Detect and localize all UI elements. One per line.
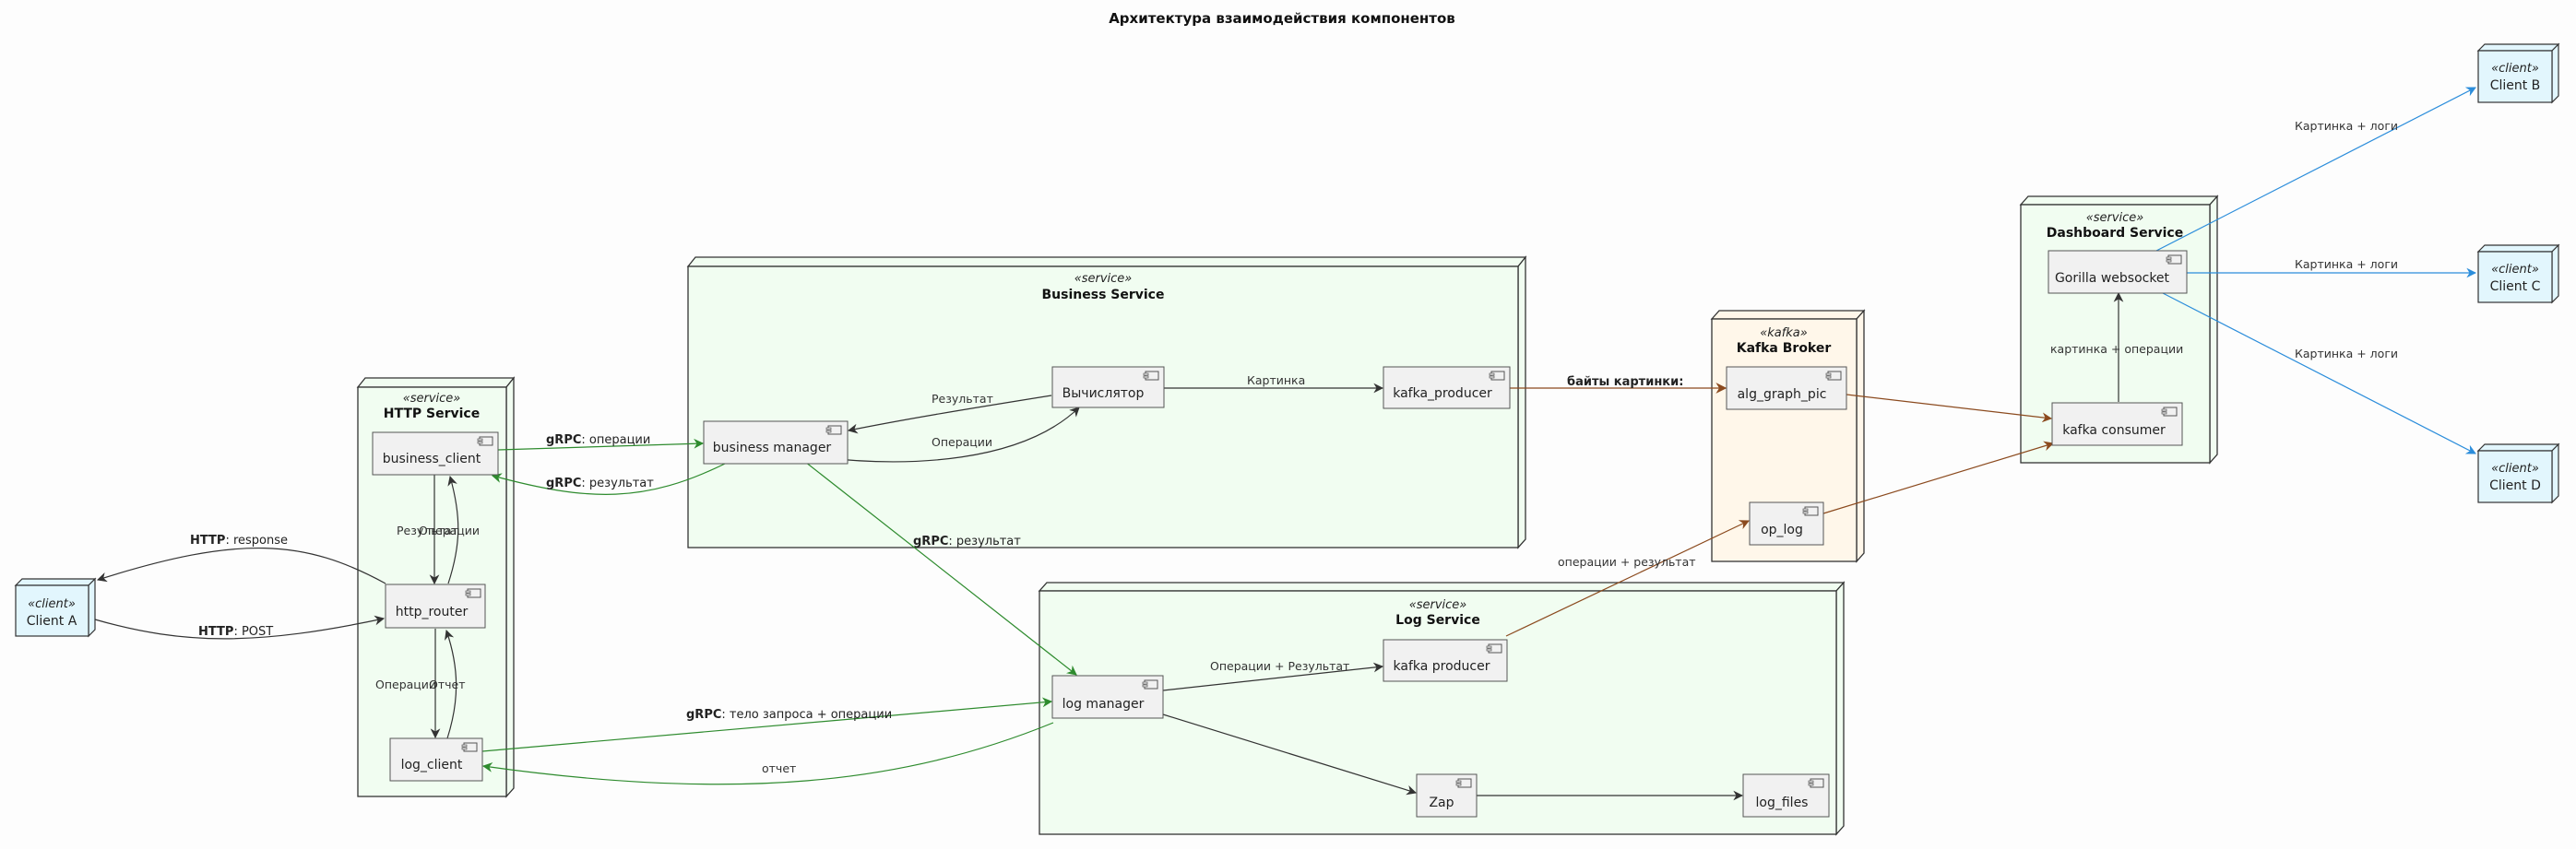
client-c-node: «client» Client C bbox=[2476, 243, 2560, 304]
label-pic-ops: картинка + операции bbox=[2050, 342, 2183, 356]
edge-lc-to-router bbox=[445, 629, 457, 739]
client-d-stereotype: «client» bbox=[2491, 462, 2539, 476]
client-c-stereotype: «client» bbox=[2491, 263, 2539, 277]
component-kafka-consumer: kafka consumer bbox=[2051, 402, 2183, 446]
dashboard-service-name: Dashboard Service bbox=[2047, 226, 2183, 241]
kafka-consumer-label: kafka consumer bbox=[2062, 423, 2166, 438]
calculator-label: Вычислятор bbox=[1062, 386, 1145, 401]
edge-lm-zap bbox=[1162, 713, 1418, 796]
edge-router-to-bc bbox=[447, 475, 459, 584]
zap-label: Zap bbox=[1429, 796, 1454, 810]
log-files-label: log_files bbox=[1756, 796, 1809, 810]
label-lc-down: Операции bbox=[375, 678, 436, 691]
label-http-response: HTTP: response bbox=[190, 534, 288, 548]
client-c-name: Client C bbox=[2490, 279, 2541, 294]
edge-to-client-b bbox=[2155, 87, 2476, 252]
edge-pic-consumer bbox=[1846, 394, 2053, 423]
client-b-stereotype: «client» bbox=[2491, 62, 2539, 76]
log-service-name: Log Service bbox=[1395, 613, 1480, 628]
label-ops-result-lower: операции + результат bbox=[1558, 555, 1696, 569]
http-router-label: http_router bbox=[396, 605, 469, 619]
component-http-router: http_router bbox=[385, 584, 486, 629]
edge-report bbox=[481, 722, 1054, 785]
diagram-title: Архитектура взаимодействия компонентов bbox=[1109, 10, 1455, 27]
edge-http-post bbox=[94, 615, 386, 640]
dashboard-service-stereotype: «service» bbox=[2086, 211, 2144, 225]
label-report: отчет bbox=[762, 761, 796, 775]
edge-calc-result bbox=[847, 395, 1052, 434]
component-kafka-producer-bs: kafka_producer bbox=[1383, 366, 1511, 409]
business-service-name: Business Service bbox=[1042, 288, 1165, 302]
http-service-stereotype: «service» bbox=[403, 392, 461, 406]
edge-grpc-ops bbox=[497, 438, 705, 451]
label-grpc-ops: gRPC: операции bbox=[546, 433, 650, 447]
log-service-stereotype: «service» bbox=[1409, 598, 1467, 612]
component-business-manager: business manager bbox=[703, 420, 849, 465]
edge-oplog-consumer bbox=[1822, 441, 2055, 514]
component-zap: Zap bbox=[1416, 773, 1478, 818]
label-grpc-result-log: gRPC: результат bbox=[913, 535, 1021, 548]
log-manager-label: log manager bbox=[1062, 697, 1145, 712]
component-log-client: log_client bbox=[389, 737, 483, 782]
label-picture: Картинка bbox=[1247, 373, 1305, 387]
client-a-stereotype: «client» bbox=[28, 597, 76, 611]
kafka-broker-name: Kafka Broker bbox=[1737, 341, 1832, 356]
alg-graph-pic-label: alg_graph_pic bbox=[1738, 387, 1827, 402]
label-result: Результат bbox=[932, 392, 993, 406]
label-bc-down: Результат bbox=[397, 524, 458, 537]
label-bc-up: Операции bbox=[419, 524, 480, 537]
log-client-label: log_client bbox=[401, 758, 463, 772]
kafka-producer-bs-label: kafka_producer bbox=[1393, 386, 1492, 401]
component-calculator: Вычислятор bbox=[1051, 366, 1165, 408]
component-kafka-producer-ls: kafka producer bbox=[1383, 639, 1508, 682]
client-d-node: «client» Client D bbox=[2476, 442, 2560, 504]
label-grpc-result: gRPC: результат bbox=[546, 477, 654, 490]
client-b-node: «client» Client B bbox=[2476, 42, 2560, 104]
kafka-broker-stereotype: «kafka» bbox=[1760, 326, 1808, 340]
label-pic-logs-c: Картинка + логи bbox=[2295, 257, 2398, 271]
client-a-name: Client A bbox=[27, 614, 77, 629]
business-service-stereotype: «service» bbox=[1074, 272, 1133, 286]
op-log-label: op_log bbox=[1761, 523, 1803, 537]
edge-http-response bbox=[96, 547, 386, 584]
edge-grpc-result bbox=[491, 463, 726, 495]
edge-grpc-result-log bbox=[804, 461, 1077, 676]
component-log-manager: log manager bbox=[1051, 675, 1164, 719]
label-lc-up: Отчет bbox=[429, 678, 465, 691]
business-manager-label: business manager bbox=[713, 441, 832, 455]
label-grpc-body: gRPC: тело запроса + операции bbox=[686, 708, 892, 722]
edge-grpc-body bbox=[481, 697, 1053, 752]
client-d-name: Client D bbox=[2489, 478, 2541, 493]
label-pic-logs-d: Картинка + логи bbox=[2295, 347, 2398, 360]
component-business-client: business_client bbox=[372, 431, 499, 476]
component-op-log: op_log bbox=[1749, 501, 1824, 546]
component-gorilla-websocket: Gorilla websocket bbox=[2048, 250, 2188, 294]
client-b-name: Client B bbox=[2490, 78, 2541, 93]
component-log-files: log_files bbox=[1742, 773, 1830, 818]
component-alg-graph-pic: alg_graph_pic bbox=[1726, 366, 1847, 410]
edge-ops-result bbox=[1162, 662, 1384, 691]
business-client-label: business_client bbox=[383, 452, 481, 466]
edge-to-client-d bbox=[2162, 292, 2476, 454]
edge-to-oplog bbox=[1505, 520, 1750, 637]
business-service-node: «service» Business Service bbox=[686, 255, 1527, 549]
label-ops-result: Операции + Результат bbox=[1210, 659, 1349, 673]
client-a-node: «client» Client A bbox=[14, 577, 97, 638]
http-service-name: HTTP Service bbox=[384, 407, 480, 421]
label-operations: Операции bbox=[932, 435, 992, 449]
label-bytes: байты картинки: bbox=[1567, 375, 1683, 389]
kafka-producer-ls-label: kafka producer bbox=[1394, 659, 1490, 674]
label-http-post: HTTP: POST bbox=[198, 625, 273, 639]
label-pic-logs-b: Картинка + логи bbox=[2295, 119, 2398, 133]
gorilla-websocket-label: Gorilla websocket bbox=[2055, 271, 2170, 286]
